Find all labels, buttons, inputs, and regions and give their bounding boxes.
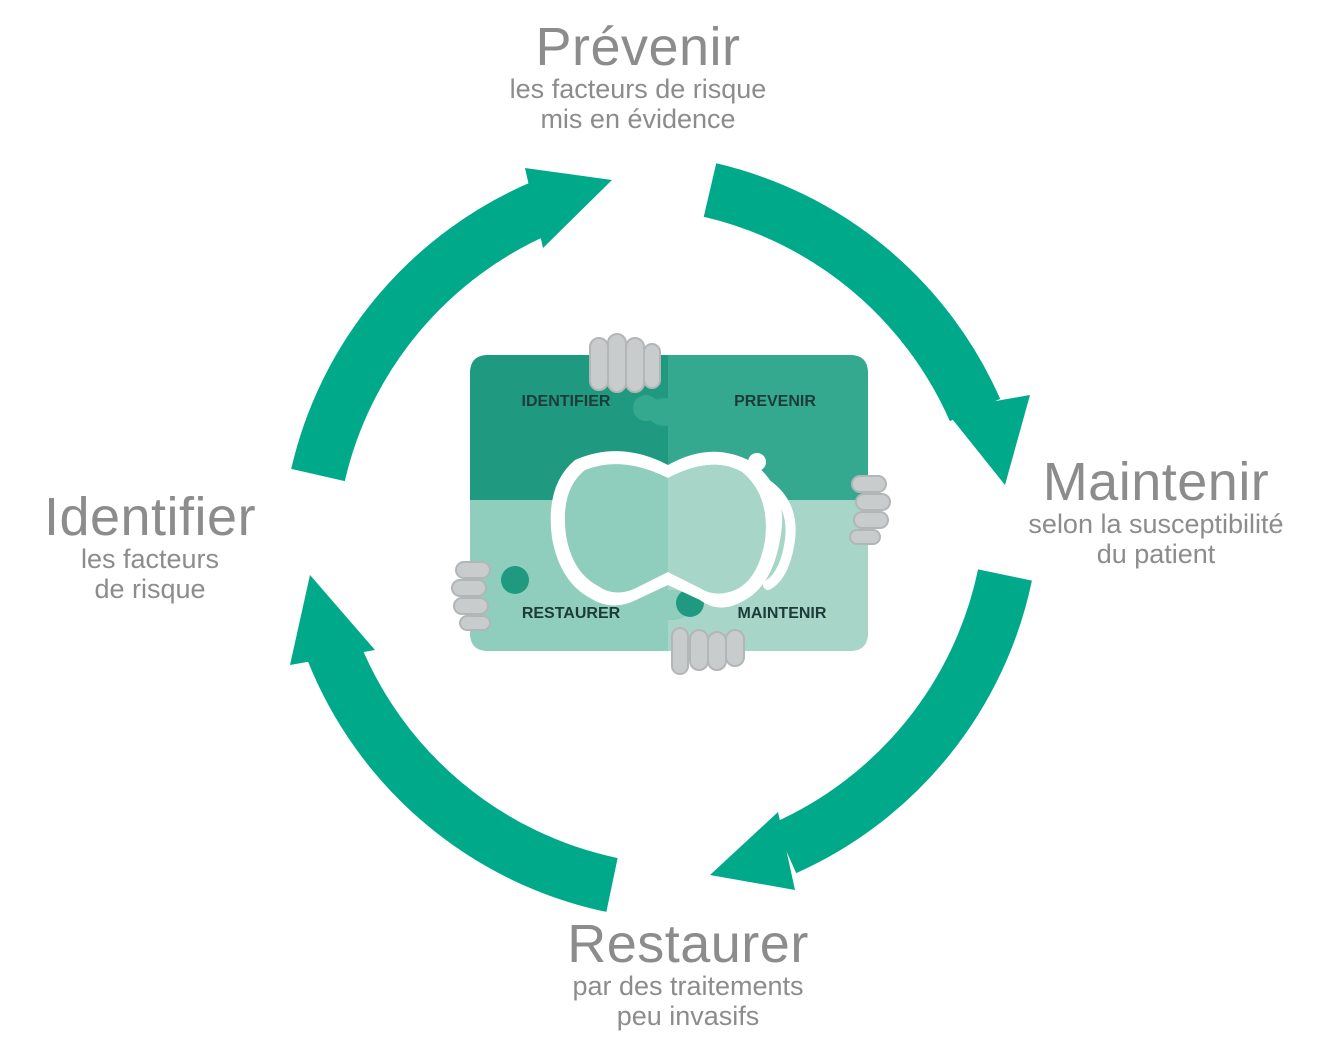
step-restaurer-line-1: par des traitements [572,971,804,1001]
hand-right [849,475,891,545]
arrow-identifier-to-prevenir [291,168,612,482]
arrow-prevenir-to-maintenir [703,163,1030,485]
hand-left [451,561,491,631]
hand-bottom [671,627,745,675]
step-prevenir-line-2: mis en évidence [540,104,736,134]
puzzle-label-prevenir: PREVENIR [734,393,816,410]
step-restaurer: Restaurer par des traitements peu invasi… [488,917,888,1031]
arrow-maintenir-to-restaurer [710,569,1032,890]
step-restaurer-title: Restaurer [567,914,809,974]
step-identifier-title: Identifier [43,487,257,547]
step-prevenir: Prévenir les facteurs de risque mis en é… [438,20,838,134]
puzzle-label-restaurer: RESTAURER [522,605,621,622]
puzzle-label-identifier: IDENTIFIER [522,393,611,410]
step-maintenir: Maintenir selon la susceptibilité du pat… [975,455,1337,569]
hand-top [589,333,661,393]
step-prevenir-title: Prévenir [535,17,741,77]
step-maintenir-line-2: du patient [1096,539,1216,569]
step-identifier-line-1: les facteurs [80,544,220,574]
arrow-restaurer-to-identifier [290,575,618,912]
step-identifier: Identifier les facteurs de risque [0,490,300,604]
puzzle-label-maintenir: MAINTENIR [738,605,827,622]
step-maintenir-line-1: selon la susceptibilité [1028,509,1284,539]
step-prevenir-line-1: les facteurs de risque [509,74,767,104]
puzzle-illustration: IDENTIFIER PREVENIR RESTAURER MAINTENIR [451,333,891,675]
step-maintenir-title: Maintenir [1042,452,1270,512]
step-restaurer-line-2: peu invasifs [616,1001,760,1031]
step-identifier-line-2: de risque [94,574,206,604]
